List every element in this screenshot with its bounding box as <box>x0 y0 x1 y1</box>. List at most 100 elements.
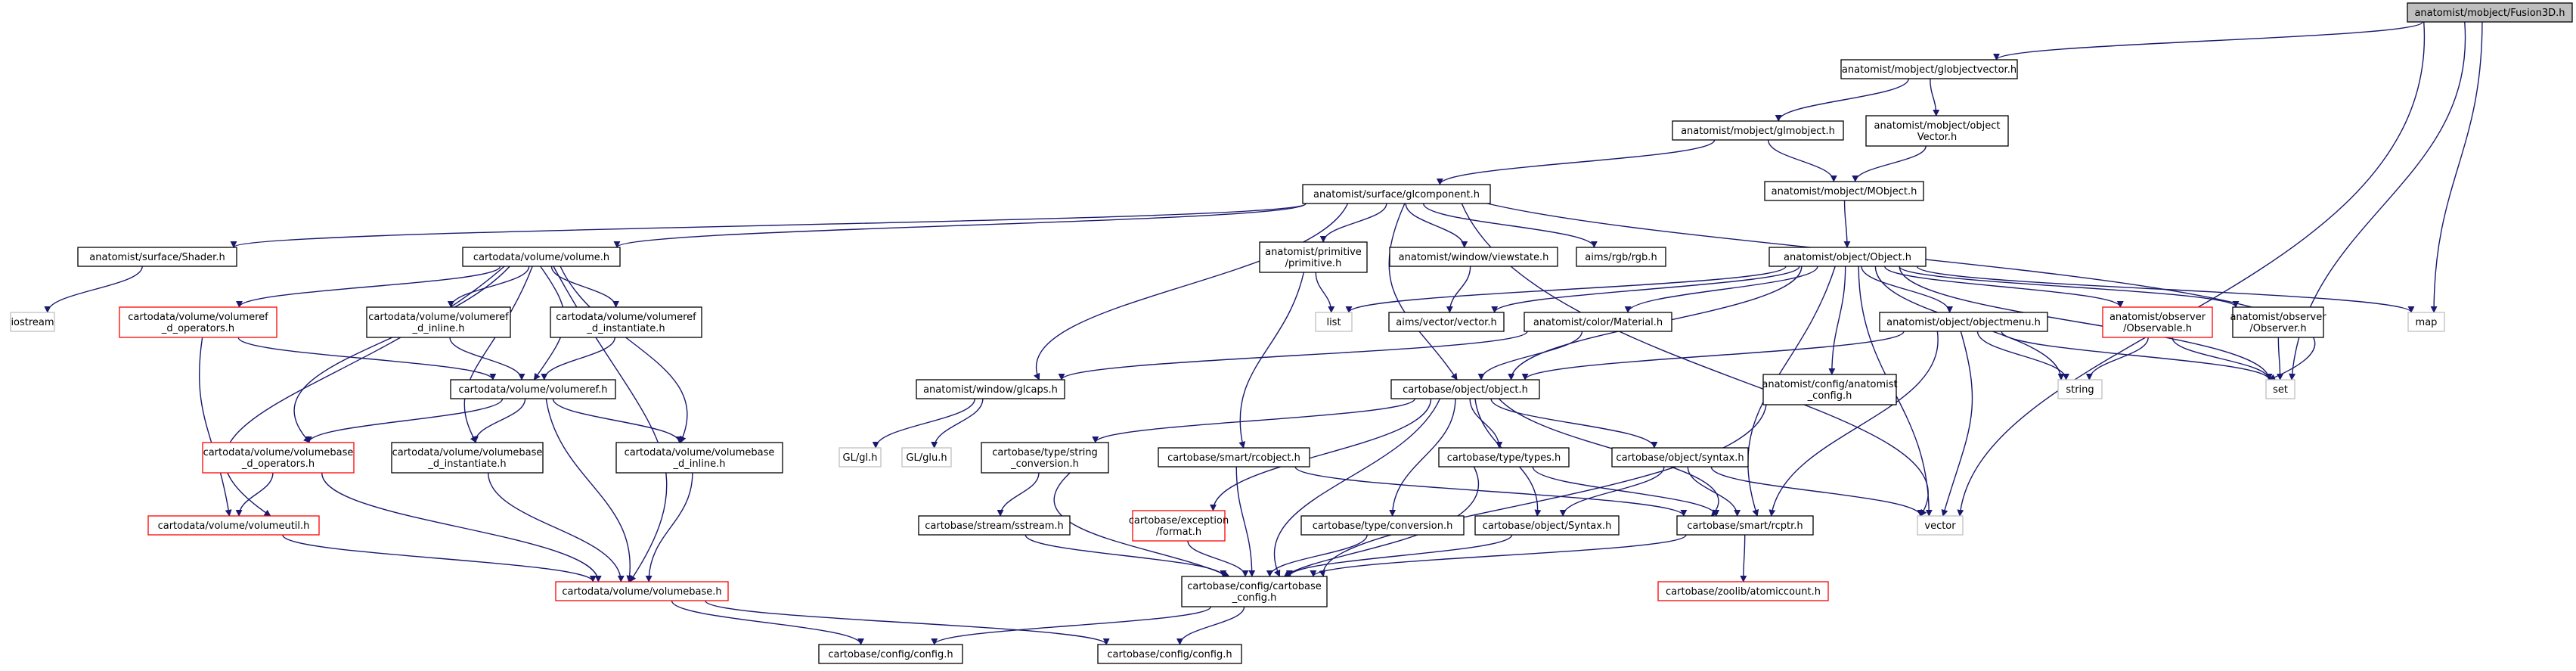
node-cb_object[interactable]: cartobase/object/object.h <box>1390 379 1540 399</box>
node-sstream[interactable]: cartobase/stream/sstream.h <box>918 515 1071 536</box>
node-root-box <box>2407 2 2573 23</box>
edge-volume-to-vbase_inst <box>463 266 533 443</box>
node-syntax_cap[interactable]: cartobase/object/Syntax.h <box>1474 515 1620 536</box>
edge-volumebase-to-config1 <box>671 600 864 645</box>
node-conversion-label-line-1: cartobase/type/conversion.h <box>1313 520 1453 532</box>
node-vref_inline[interactable]: cartodata/volume/volumeref_d_inline.h <box>366 306 511 338</box>
node-object-box <box>1768 247 1927 267</box>
node-shader-box <box>77 247 237 267</box>
node-vbase_ops[interactable]: cartodata/volume/volumebase_d_operators.… <box>202 442 355 474</box>
node-mobject[interactable]: anatomist/mobject/MObject.h <box>1764 181 1924 201</box>
edge-cb_object-to-syntax_h <box>1490 398 1658 449</box>
node-vref_inst-box <box>550 306 702 338</box>
edge-object-to-observable <box>1884 266 2124 308</box>
node-objectmenu-box <box>1879 312 2048 332</box>
node-glh-box <box>839 447 882 468</box>
node-observable-label-line-1: anatomist/observer <box>2109 312 2206 323</box>
node-exception-label-line-2: /format.h <box>1156 527 1201 538</box>
node-vector_h[interactable]: aims/vector/vector.h <box>1388 312 1505 332</box>
node-atomiccount[interactable]: cartobase/zoolib/atomiccount.h <box>1657 581 1829 601</box>
node-object[interactable]: anatomist/object/Object.h <box>1768 247 1927 267</box>
node-rcptr[interactable]: cartobase/smart/rcptr.h <box>1676 515 1814 536</box>
node-rgb-label-line-1: aims/rgb/rgb.h <box>1585 252 1657 263</box>
edge-material-to-cb_object <box>1477 331 1583 381</box>
node-vector-box <box>1917 515 1964 536</box>
edge-volumeref-to-volumebase <box>545 398 634 582</box>
node-volume[interactable]: cartodata/volume/volume.h <box>462 247 621 267</box>
node-glcaps[interactable]: anatomist/window/glcaps.h <box>916 379 1065 399</box>
node-rcobject[interactable]: cartobase/smart/rcobject.h <box>1158 447 1310 468</box>
edge-glcomponent-to-shader <box>230 203 1307 248</box>
node-glmobject[interactable]: anatomist/mobject/glmobject.h <box>1672 120 1844 141</box>
node-primitive-label-line-1: anatomist/primitive <box>1265 247 1362 258</box>
edge-volume-to-vbase_ops <box>293 266 510 443</box>
node-config_anat-label-line-2: _config.h <box>1807 390 1852 402</box>
node-set: set <box>2265 379 2295 399</box>
node-volumeutil[interactable]: cartodata/volume/volumeutil.h <box>147 515 320 536</box>
edge-object-to-vector_h <box>1491 266 1800 313</box>
node-glcomponent[interactable]: anatomist/surface/glcomponent.h <box>1302 184 1491 204</box>
edge-primitive-to-rcobject <box>1238 272 1305 449</box>
node-config_anat[interactable]: anatomist/config/anatomist_config.h <box>1762 374 1898 405</box>
node-shader[interactable]: anatomist/surface/Shader.h <box>77 247 237 267</box>
node-cb_config-label-line-2: _config.h <box>1232 592 1277 604</box>
node-rcobject-label-line-1: cartobase/smart/rcobject.h <box>1167 452 1300 464</box>
edge-cb_object-to-conversion <box>1389 398 1456 517</box>
node-map-label-line-1: map <box>2416 317 2438 328</box>
node-exception-box <box>1132 510 1226 542</box>
edge-viewstate-to-vector_h <box>1446 266 1471 313</box>
node-objectmenu[interactable]: anatomist/object/objectmenu.h <box>1879 312 2048 332</box>
edge-glcomponent-to-volume <box>613 203 1307 248</box>
edge-observable-to-string <box>2085 337 2149 381</box>
node-primitive[interactable]: anatomist/primitive/primitive.h <box>1259 241 1368 273</box>
node-glcaps-label-line-1: anatomist/window/glcaps.h <box>923 384 1058 396</box>
edge-vref_ops-to-volumeutil <box>198 337 232 517</box>
node-volume-label-line-1: cartodata/volume/volume.h <box>473 252 609 263</box>
edge-glcomponent-to-viewstate <box>1405 203 1468 248</box>
node-object-label-line-1: anatomist/object/Object.h <box>1784 252 1911 263</box>
node-config1[interactable]: cartobase/config/config.h <box>818 644 963 664</box>
node-conversion[interactable]: cartobase/type/conversion.h <box>1300 515 1465 536</box>
node-config_anat-label-line-1: anatomist/config/anatomist <box>1762 379 1897 390</box>
node-rgb[interactable]: aims/rgb/rgb.h <box>1576 247 1666 267</box>
node-vref_inst[interactable]: cartodata/volume/volumeref_d_instantiate… <box>550 306 702 338</box>
node-root[interactable]: anatomist/mobject/Fusion3D.h <box>2407 2 2573 23</box>
node-vector-label-line-1: vector <box>1924 520 1956 532</box>
edge-string_conv-to-sstream <box>997 472 1040 517</box>
node-primitive-box <box>1259 241 1368 273</box>
node-vref_ops-label-line-1: cartodata/volume/volumeref <box>128 312 268 323</box>
node-types[interactable]: cartobase/type/types.h <box>1438 447 1570 468</box>
node-volumebase-label-line-1: cartodata/volume/volumebase.h <box>562 586 721 598</box>
node-types-label-line-1: cartobase/type/types.h <box>1447 452 1561 464</box>
node-cb_config[interactable]: cartobase/config/cartobase_config.h <box>1181 576 1328 607</box>
node-volumebase[interactable]: cartodata/volume/volumebase.h <box>555 581 729 601</box>
edge-cb_object-to-exception <box>1210 398 1432 511</box>
node-vbase_inst[interactable]: cartodata/volume/volumebase_d_instantiat… <box>391 442 544 474</box>
node-observer[interactable]: anatomist/observer/Observer.h <box>2230 306 2326 338</box>
dependency-edges <box>44 21 2483 645</box>
node-list-box <box>1315 312 1353 332</box>
node-syntax_h[interactable]: cartobase/object/syntax.h <box>1611 447 1749 468</box>
node-exception[interactable]: cartobase/exception/format.h <box>1129 510 1229 542</box>
node-vbase_inst-box <box>391 442 544 474</box>
node-vbase_inline[interactable]: cartodata/volume/volumebase_d_inline.h <box>615 442 783 474</box>
node-vref_ops-box <box>119 306 277 338</box>
node-material[interactable]: anatomist/color/Material.h <box>1524 312 1672 332</box>
edge-glcaps-to-gluh <box>931 398 984 449</box>
edge-shader-to-iostream <box>44 266 143 313</box>
node-vref_ops[interactable]: cartodata/volume/volumeref_d_operators.h <box>119 306 277 338</box>
node-volumeref[interactable]: cartodata/volume/volumeref.h <box>450 379 616 399</box>
edge-globjectvector-to-glmobject <box>1775 78 1910 122</box>
node-observable[interactable]: anatomist/observer/Observable.h <box>2102 306 2213 338</box>
node-viewstate[interactable]: anatomist/window/viewstate.h <box>1389 247 1558 267</box>
node-string_conv[interactable]: cartobase/type/string_conversion.h <box>981 442 1109 474</box>
node-globjectvector[interactable]: anatomist/mobject/globjectvector.h <box>1840 59 2018 79</box>
edge-exception-to-cb_config <box>1187 540 1249 577</box>
edge-volumeutil-to-volumebase <box>282 534 597 582</box>
node-config2-label-line-1: cartobase/config/config.h <box>1107 649 1232 660</box>
edge-glcomponent-to-set <box>1486 203 2315 381</box>
node-vector_h-box <box>1388 312 1505 332</box>
node-volumeutil-label-line-1: cartodata/volume/volumeutil.h <box>158 520 310 532</box>
node-config2[interactable]: cartobase/config/config.h <box>1097 644 1242 664</box>
